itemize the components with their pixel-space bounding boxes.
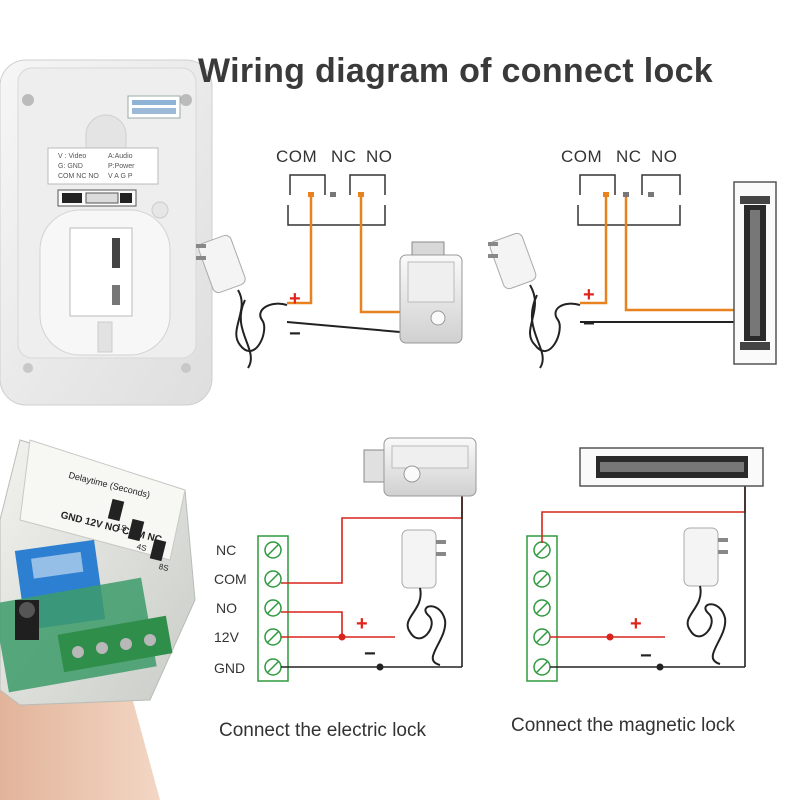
panel-label-power: P:Power [108,163,135,170]
terminal-label-no: NO [216,600,237,616]
top-right-terminal-nc: NC [616,147,642,166]
top-left-terminal-com: COM [276,147,318,166]
bottom-electric-lock-diagram [257,437,477,682]
page-title: Wiring diagram of connect lock [198,52,713,90]
panel-label-video: V : Video [58,153,87,160]
panel-label-gnd: G: GND [58,163,83,170]
top-right-terminal-com: COM [561,147,603,166]
bottom-magnetic-lock-diagram [526,447,764,682]
bottom-left-plus-sign: + [356,613,368,635]
bottom-right-plus-sign: + [630,613,642,635]
intercom-panel-photo [0,59,213,406]
top-right-terminal-no: NO [651,147,678,166]
caption-electric-lock: Connect the electric lock [219,720,426,741]
top-left-terminal-nc: NC [331,147,357,166]
terminal-label-com: COM [214,571,247,587]
top-left-terminal-no: NO [366,147,393,166]
caption-magnetic-lock: Connect the magnetic lock [511,715,735,736]
relay-module-photo [0,415,210,800]
top-right-minus-sign: − [583,313,595,335]
terminal-label-nc: NC [216,542,237,558]
top-left-minus-sign: − [289,323,301,345]
panel-label-vagp: V A G P [108,173,133,180]
top-electric-lock-diagram [196,174,463,369]
top-right-plus-sign: + [583,284,595,306]
panel-label-audio: A:Audio [108,153,133,160]
top-magnetic-lock-diagram [488,174,777,369]
top-left-plus-sign: + [289,288,301,310]
terminal-label-12v: 12V [214,629,239,645]
terminal-label-gnd: GND [214,660,246,676]
bottom-left-minus-sign: − [364,643,376,665]
panel-label-com-nc-no: COM NC NO [58,173,99,180]
bottom-right-minus-sign: − [640,645,652,667]
